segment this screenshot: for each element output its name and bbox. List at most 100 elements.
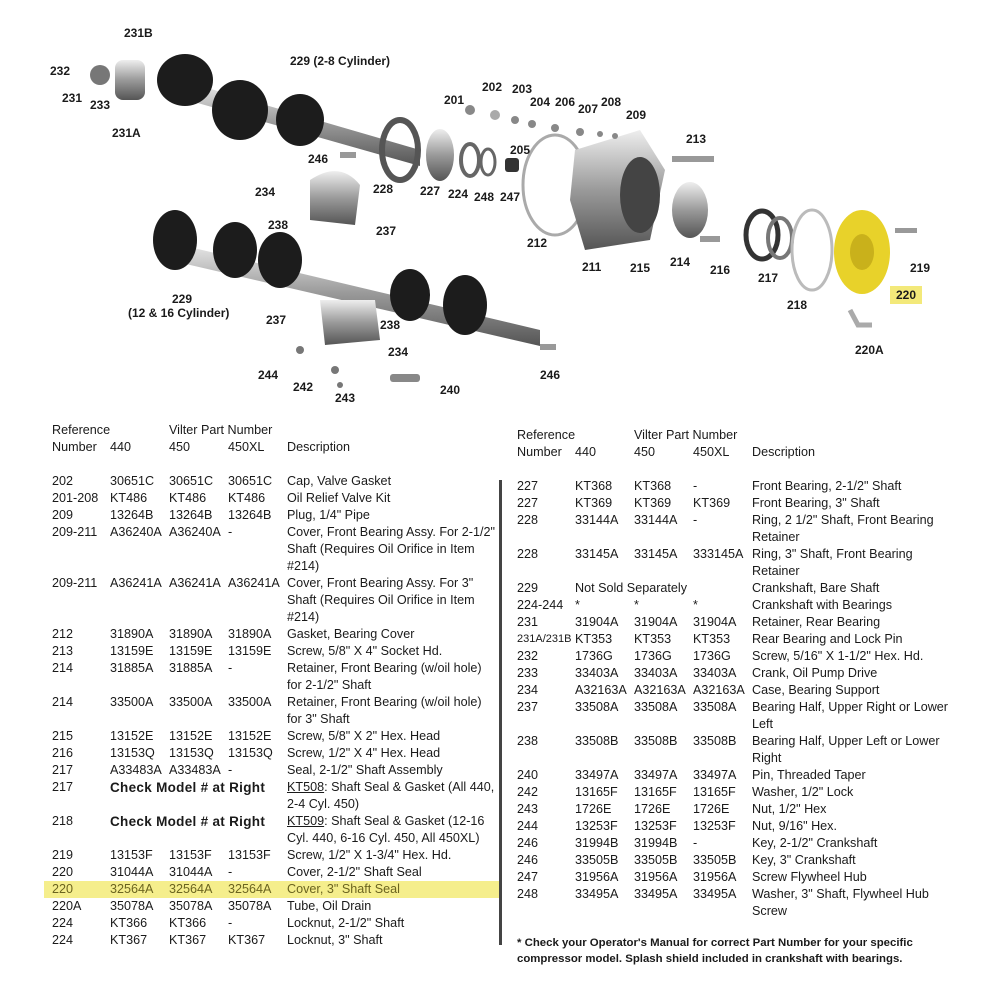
cell-description: Cover, 2-1/2" Shaft Seal xyxy=(287,865,422,879)
cell-450: 33145A xyxy=(634,547,678,561)
cell-reference: 228 xyxy=(517,513,539,527)
table-row: 215 13152E 13152E 13152E Screw, 5/8" X 2… xyxy=(52,728,500,745)
cell-440: 13153Q xyxy=(110,746,155,760)
callout-233: 233 xyxy=(90,98,111,112)
cell-450: 13165F xyxy=(634,785,677,799)
table-row: 228 33145A 33145A 333145A Ring, 3" Shaft… xyxy=(517,546,962,580)
cell-440: KT369 xyxy=(575,496,613,510)
callout-238: 238 xyxy=(268,218,289,232)
cell-440: 33145A xyxy=(575,547,619,561)
cell-description: Front Bearing, 3" Shaft xyxy=(752,496,880,510)
kit-link[interactable]: KT508 xyxy=(287,780,325,794)
cell-450: A33483A xyxy=(169,763,221,777)
cell-440: 31956A xyxy=(575,870,619,884)
cell-description: Crank, Oil Pump Drive xyxy=(752,666,878,680)
diagram-art xyxy=(90,54,917,388)
cell-450: 31885A xyxy=(169,661,213,675)
table-row: 244 13253F 13253F 13253F Nut, 9/16" Hex. xyxy=(517,818,962,835)
table-row: 247 31956A 31956A 31956A Screw Flywheel … xyxy=(517,869,962,886)
callout-216: 216 xyxy=(710,263,731,277)
cell-reference: 240 xyxy=(517,768,539,782)
parts-table-left: Reference Vilter Part Number Number 440 … xyxy=(44,422,500,949)
callout-237: 237 xyxy=(376,224,397,238)
cell-description: Screw, 5/8" X 2" Hex. Head xyxy=(287,729,441,743)
kit-link[interactable]: KT509 xyxy=(287,814,325,828)
cell-450: A36240A xyxy=(169,525,221,539)
table-row: 248 33495A 33495A 33495A Washer, 3" Shaf… xyxy=(517,886,962,920)
cell-description: Retainer, Rear Bearing xyxy=(752,615,881,629)
cell-450xl: 13264B xyxy=(228,508,272,522)
cell-440: 33500A xyxy=(110,695,154,709)
header-450xl: 450XL xyxy=(693,445,730,459)
cell-description: Ring, 2 1/2" Shaft, Front Bearing Retain… xyxy=(752,513,934,544)
cell-450xl: 333145A xyxy=(693,547,744,561)
callout-229-2-8: 229 (2-8 Cylinder) xyxy=(290,54,391,68)
cell-reference: 242 xyxy=(517,785,539,799)
callout-231a: 231A xyxy=(112,126,141,140)
cell-description: : Shaft Seal & Gasket (All 440, 2-4 Cyl.… xyxy=(287,780,495,811)
cell-450: 30651C xyxy=(169,474,214,488)
cell-reference: 215 xyxy=(52,729,74,743)
cell-450: 13264B xyxy=(169,508,213,522)
cell-450xl: 33508A xyxy=(693,700,737,714)
cell-description: Crankshaft with Bearings xyxy=(752,598,892,612)
cell-450: KT353 xyxy=(634,632,672,646)
cell-450: KT368 xyxy=(634,479,672,493)
table-row: 216 13153Q 13153Q 13153Q Screw, 1/2" X 4… xyxy=(52,745,500,762)
cell-450: 31904A xyxy=(634,615,678,629)
callout-202: 202 xyxy=(482,80,503,94)
cell-reference: 231 xyxy=(517,615,539,629)
callout-12-16-cylinder: (12 & 16 Cylinder) xyxy=(128,306,230,320)
table-row-check-model: 217 Check Model # at Right KT508: Shaft … xyxy=(52,779,500,813)
table-row-not-sold-separately: 229 Not Sold Separately Crankshaft, Bare… xyxy=(517,580,962,597)
table-row: 242 13165F 13165F 13165F Washer, 1/2" Lo… xyxy=(517,784,962,801)
cell-check-model-note: Check Model # at Right xyxy=(110,814,266,829)
cell-reference: 227 xyxy=(517,496,539,510)
table-row: 201-208 KT486 KT486 KT486 Oil Relief Val… xyxy=(52,490,500,507)
cell-description: Tube, Oil Drain xyxy=(287,899,372,913)
table-row: 214 31885A 31885A - Retainer, Front Bear… xyxy=(52,660,500,694)
cell-450xl: KT369 xyxy=(693,496,731,510)
cell-reference: 209 xyxy=(52,508,74,522)
callout-232: 232 xyxy=(50,64,71,78)
table-row: 233 33403A 33403A 33403A Crank, Oil Pump… xyxy=(517,665,962,682)
cell-450xl: 33500A xyxy=(228,695,272,709)
table-row: 224 KT366 KT366 - Locknut, 2-1/2" Shaft xyxy=(52,915,500,932)
cell-reference: 231A/231B xyxy=(517,633,572,645)
cell-450xl: 32564A xyxy=(228,882,272,896)
table-row: 228 33144A 33144A - Ring, 2 1/2" Shaft, … xyxy=(517,512,962,546)
table-row: 234 A32163A A32163A A32163A Case, Bearin… xyxy=(517,682,962,699)
cell-450xl: 13165F xyxy=(693,785,736,799)
cell-description: Cap, Valve Gasket xyxy=(287,474,392,488)
cell-reference: 217 xyxy=(52,763,74,777)
callout-228: 228 xyxy=(373,182,394,196)
cell-description: Nut, 9/16" Hex. xyxy=(752,819,837,833)
cell-description: Bearing Half, Upper Right or Lower Left xyxy=(752,700,948,731)
cell-reference: 214 xyxy=(52,661,74,675)
callout-234: 234 xyxy=(255,185,276,199)
cell-description: Oil Relief Valve Kit xyxy=(287,491,391,505)
cell-450: 33144A xyxy=(634,513,678,527)
cell-440: 33508A xyxy=(575,700,619,714)
cell-440: A33483A xyxy=(110,763,162,777)
cell-description: Cover, 3" Shaft Seal xyxy=(287,882,400,896)
cell-reference: 229 xyxy=(517,581,539,595)
header-vilter-part-number: Vilter Part Number xyxy=(169,423,273,437)
cell-reference: 209-211 xyxy=(52,525,98,539)
cell-440: 33508B xyxy=(575,734,619,748)
callout-213: 213 xyxy=(686,132,707,146)
parts-table-right: Reference Vilter Part Number Number 440 … xyxy=(517,427,962,920)
cell-440: 33505B xyxy=(575,853,619,867)
cell-450: 33505B xyxy=(634,853,678,867)
callout-206: 206 xyxy=(555,95,576,109)
cell-reference: 233 xyxy=(517,666,539,680)
cell-440: 1736G xyxy=(575,649,613,663)
cell-450xl: 31890A xyxy=(228,627,272,641)
callout-247: 247 xyxy=(500,190,521,204)
callout-217: 217 xyxy=(758,271,779,285)
footnote: * Check your Operator's Manual for corre… xyxy=(517,937,913,965)
cell-450xl: 33403A xyxy=(693,666,737,680)
header-number: Number xyxy=(517,445,562,459)
table-header-row-2: Number 440 450 450XL Description xyxy=(52,439,500,456)
exploded-parts-diagram: 231B 232 231 233 231A 229 (2-8 Cylinder)… xyxy=(0,0,1000,410)
